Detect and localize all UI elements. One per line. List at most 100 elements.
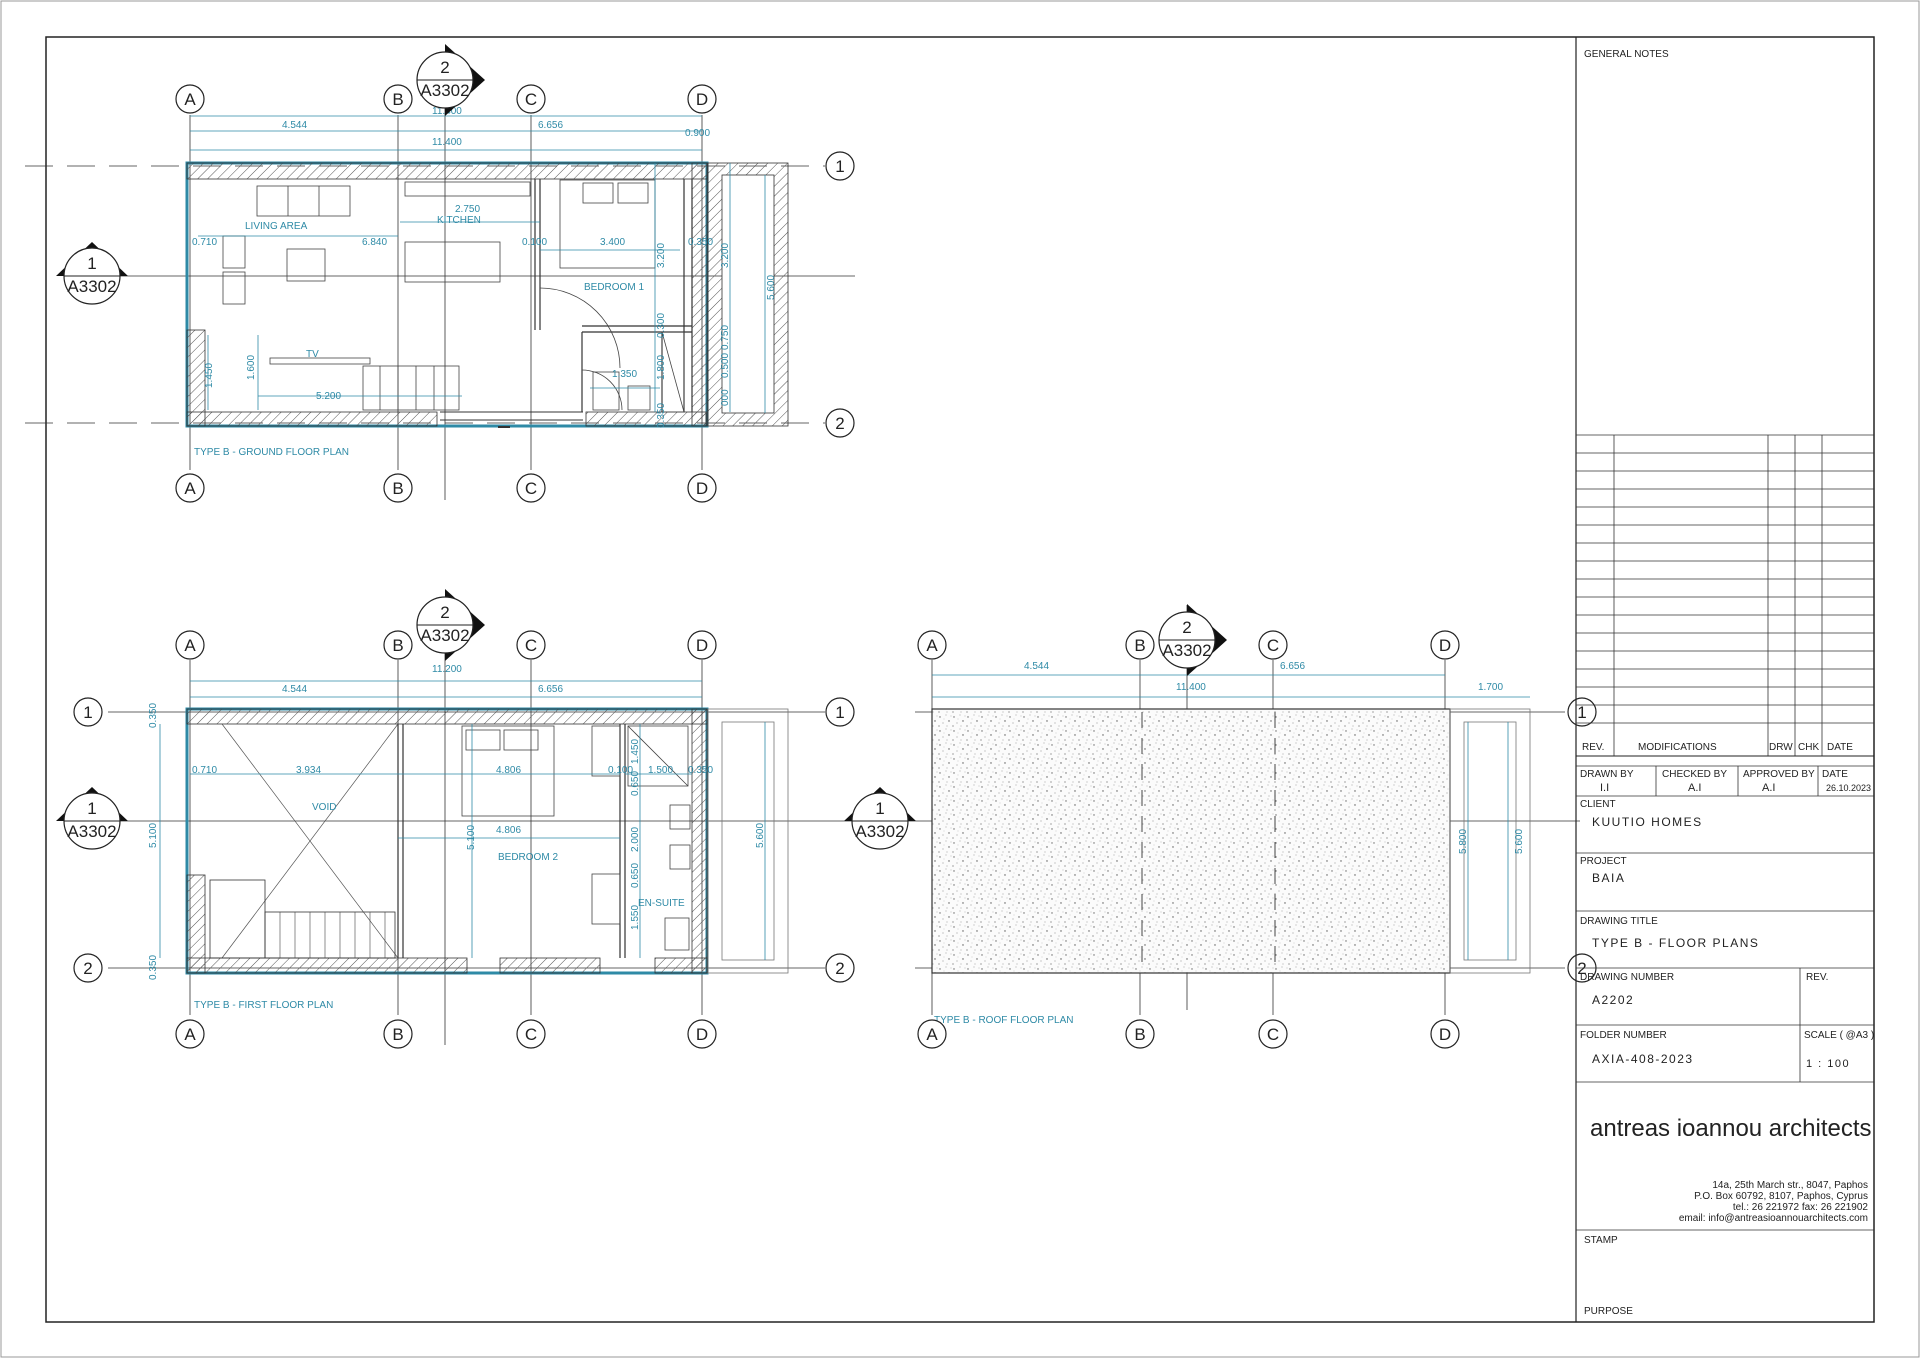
rev-label: REV. bbox=[1806, 972, 1828, 983]
grid-bubble-label: D bbox=[696, 1025, 708, 1044]
grid-bubble: A bbox=[175, 630, 205, 660]
grid-bubble-label: D bbox=[1439, 1025, 1451, 1044]
grid-bubble-label: A bbox=[184, 90, 196, 109]
room-label: TV bbox=[306, 349, 319, 360]
grid-bubble-label: D bbox=[696, 636, 708, 655]
grid-bubble: A bbox=[175, 473, 205, 503]
dim-text: 4.806 bbox=[496, 765, 521, 776]
plan-title: TYPE B - GROUND FLOOR PLAN bbox=[194, 447, 349, 458]
dim-text: 0.710 bbox=[192, 765, 217, 776]
purpose-label: PURPOSE bbox=[1584, 1306, 1633, 1317]
title-block: GENERAL NOTES REV. MODIFICATIONS DRW CHK… bbox=[1575, 37, 1874, 1322]
dim-text: 11.200 bbox=[432, 664, 462, 675]
dim-text: 1.600 bbox=[246, 355, 257, 380]
grid-bubble-label: C bbox=[525, 90, 537, 109]
dim-text: 0.350 bbox=[688, 237, 713, 248]
grid-bubble-label: B bbox=[392, 90, 403, 109]
section-marker-sheet: A3302 bbox=[1162, 641, 1211, 660]
grid-bubble: A bbox=[175, 1019, 205, 1049]
grid-bubble-label: 2 bbox=[835, 959, 844, 978]
dim-text: 6.840 bbox=[362, 237, 387, 248]
grid-bubble-label: D bbox=[696, 90, 708, 109]
dim-text: 4.544 bbox=[1024, 661, 1049, 672]
room-label: LIVING AREA bbox=[245, 221, 308, 232]
dim-text: 5.600 bbox=[1514, 829, 1525, 854]
dim-text: 1.700 bbox=[1478, 682, 1503, 693]
dim-text: 1.450 bbox=[630, 739, 641, 764]
grid-bubble-label: A bbox=[184, 1025, 196, 1044]
first-floor-plan: 4.544 6.656 11.200 0.710 3.934 4.806 4.8… bbox=[108, 605, 855, 1045]
grid-bubble-label: C bbox=[525, 636, 537, 655]
section-marker-sheet: A3302 bbox=[420, 626, 469, 645]
dim-text: 0.350 bbox=[148, 703, 159, 728]
room-label: EN-SUITE bbox=[638, 898, 685, 909]
grid-bubble: 1 bbox=[1567, 697, 1597, 727]
grid-bubble: A bbox=[917, 630, 947, 660]
dim-text: 6.656 bbox=[538, 684, 563, 695]
grid-bubble: 1 bbox=[825, 697, 855, 727]
grid-bubble-label: A bbox=[184, 479, 196, 498]
dim-text: 0.900 bbox=[685, 128, 710, 139]
drawing-frame bbox=[45, 36, 1875, 1323]
folder-number-label: FOLDER NUMBER bbox=[1580, 1030, 1667, 1041]
dim-text: 2.000 bbox=[630, 827, 641, 852]
grid-bubble-label: B bbox=[392, 636, 403, 655]
section-marker-number: 2 bbox=[440, 603, 449, 622]
grid-bubble: D bbox=[687, 473, 717, 503]
grid-bubble: A bbox=[175, 84, 205, 114]
dim-text: 11.400 bbox=[1176, 682, 1206, 693]
dim-text: 0.650 bbox=[630, 863, 641, 888]
scale-value: 1 : 100 bbox=[1806, 1058, 1850, 1070]
grid-bubble: D bbox=[687, 1019, 717, 1049]
grid-bubble-label: A bbox=[184, 636, 196, 655]
dim-text: 0.350 bbox=[656, 403, 667, 428]
dim-text: 0.650 bbox=[630, 771, 641, 796]
grid-bubble-label: C bbox=[525, 1025, 537, 1044]
general-notes-label: GENERAL NOTES bbox=[1584, 49, 1669, 60]
grid-bubble: 2 bbox=[825, 953, 855, 983]
section-marker-sheet: A3302 bbox=[855, 822, 904, 841]
section-marker-number: 2 bbox=[1182, 618, 1191, 637]
grid-bubble-label: A bbox=[926, 636, 938, 655]
section-marker-number: 1 bbox=[87, 799, 96, 818]
grid-bubble-label: B bbox=[392, 479, 403, 498]
grid-bubble: D bbox=[1430, 630, 1460, 660]
grid-bubble: B bbox=[383, 84, 413, 114]
dim-text: 1.550 bbox=[630, 905, 641, 930]
dim-text: 5.600 bbox=[766, 275, 777, 300]
firm-name: antreas ioannou architects bbox=[1590, 1115, 1872, 1142]
dim-text: 5.200 bbox=[316, 391, 341, 402]
address-line-4: email: info@antreasioannouarchitects.com bbox=[1679, 1213, 1868, 1224]
dim-text: 1.500 bbox=[648, 765, 673, 776]
dim-text: 0.350 bbox=[688, 765, 713, 776]
dim-text: 4.544 bbox=[282, 120, 307, 131]
address-line-1: 14a, 25th March str., 8047, Paphos bbox=[1712, 1180, 1868, 1191]
dim-text: 0.300 bbox=[656, 313, 667, 338]
dim-text: 11.400 bbox=[432, 137, 462, 148]
grid-bubble: C bbox=[1258, 630, 1288, 660]
drawn-by-value: I.I bbox=[1600, 782, 1609, 794]
ground-floor-plan: 4.544 6.656 11.400 11.400 0.900 0.710 6.… bbox=[25, 60, 855, 500]
room-label: VOID bbox=[312, 802, 336, 813]
grid-bubble-label: C bbox=[525, 479, 537, 498]
grid-bubble-label: 1 bbox=[835, 703, 844, 722]
dim-text: 0.710 bbox=[192, 237, 217, 248]
grid-bubble-label: B bbox=[392, 1025, 403, 1044]
grid-bubble: A bbox=[917, 1019, 947, 1049]
grid-bubble: C bbox=[1258, 1019, 1288, 1049]
dim-text: 5.100 bbox=[466, 825, 477, 850]
grid-bubble: C bbox=[516, 1019, 546, 1049]
grid-bubble: 2 bbox=[73, 953, 103, 983]
section-marker-number: 1 bbox=[875, 799, 884, 818]
scale-label: SCALE ( @A3 ) bbox=[1804, 1030, 1874, 1041]
dim-text: 3.400 bbox=[600, 237, 625, 248]
chk-col-label: CHK bbox=[1798, 742, 1819, 753]
grid-bubble-label: 2 bbox=[83, 959, 92, 978]
plan-title: TYPE B - FIRST FLOOR PLAN bbox=[194, 1000, 333, 1011]
